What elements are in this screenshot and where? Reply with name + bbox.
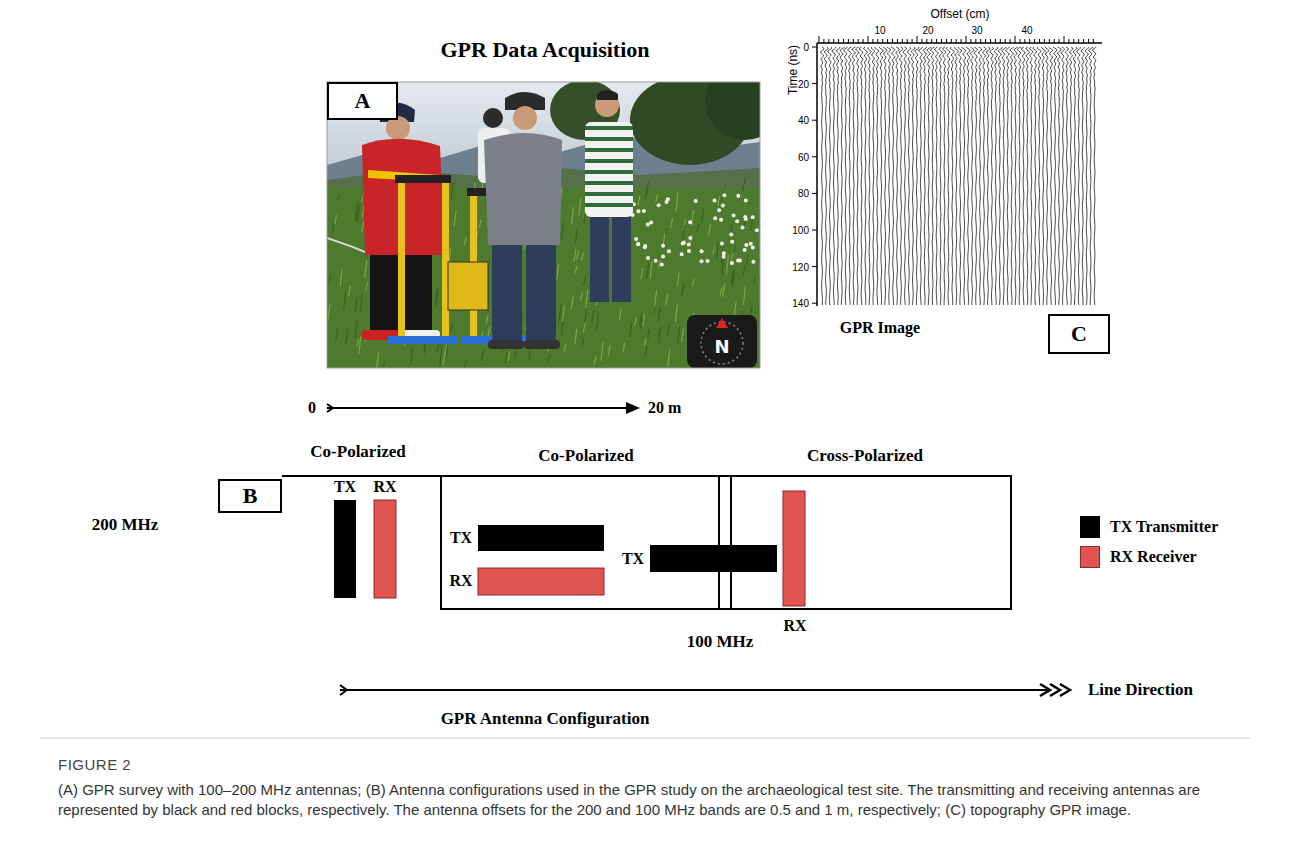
tick-label: 80: [798, 188, 809, 199]
antenna-label: TX: [622, 550, 644, 568]
figure-number: FIGURE 2: [58, 756, 131, 773]
configuration-heading: Co-Polarized: [442, 446, 730, 466]
direction-label: Line Direction: [1088, 680, 1193, 700]
legend: TX Transmitter RX Receiver: [1080, 512, 1218, 572]
antenna-label: RX: [373, 478, 396, 496]
tick-label: 20: [798, 78, 809, 89]
panel-letter-text: C: [1071, 321, 1087, 347]
frequency-label: 200 MHz: [92, 515, 159, 535]
panel-title: GPR Antenna Configuration: [441, 709, 650, 729]
panel-letter: C: [1048, 314, 1110, 354]
legend-swatch: [1080, 516, 1100, 538]
scale-label: 20 m: [648, 399, 681, 417]
tick-label: 60: [798, 151, 809, 162]
axis-title: Offset (cm): [930, 7, 989, 21]
figure-title: GPR Data Acquisition: [440, 37, 649, 63]
tick-label: 40: [1021, 25, 1032, 36]
antenna-label: RX: [783, 617, 806, 635]
panel-letter-text: B: [243, 483, 258, 509]
antenna-label: TX: [334, 478, 356, 496]
legend-row: TX Transmitter: [1080, 512, 1218, 542]
tick-label: 20: [922, 25, 933, 36]
panel-letter-text: A: [355, 88, 371, 114]
legend-row: RX Receiver: [1080, 542, 1218, 572]
configuration-box: Cross-Polarized: [718, 475, 1012, 610]
figure-caption: (A) GPR survey with 100–200 MHz antennas…: [58, 780, 1243, 819]
configuration-heading: Co-Polarized: [310, 442, 405, 462]
tick-label: 30: [971, 25, 982, 36]
configuration-box: Co-Polarized: [440, 475, 732, 610]
tick-label: 40: [798, 115, 809, 126]
panel-letter: A: [327, 82, 398, 120]
legend-text: TX Transmitter: [1110, 518, 1218, 536]
image-label: GPR Image: [840, 319, 920, 337]
tick-label: 120: [792, 261, 809, 272]
tick-label: 100: [792, 225, 809, 236]
panel-letter: B: [218, 479, 282, 513]
antenna-label: TX: [450, 529, 472, 547]
tick-label: 0: [803, 42, 809, 53]
scale-label: 0: [308, 399, 316, 417]
compass-letter: N: [714, 336, 729, 357]
tick-label: 140: [792, 298, 809, 309]
survey-photo: [327, 82, 760, 368]
legend-swatch: [1080, 546, 1100, 568]
antenna-label: RX: [449, 572, 472, 590]
frequency-label: 100 MHz: [687, 632, 754, 652]
legend-text: RX Receiver: [1110, 548, 1197, 566]
tick-label: 10: [874, 25, 885, 36]
configuration-heading: Cross-Polarized: [720, 446, 1010, 466]
